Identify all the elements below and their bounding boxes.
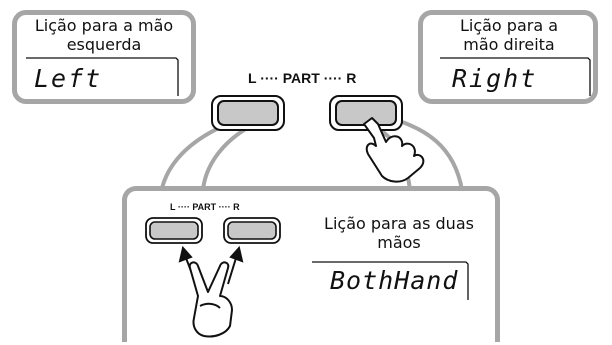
right-part-button[interactable] [329, 95, 403, 131]
left-part-button[interactable] [211, 95, 285, 131]
hand-press-icon [363, 117, 425, 183]
part-label-top: L ···· PART ···· R [248, 70, 357, 86]
both-lesson-caption: Lição para as duas mãos [324, 214, 474, 252]
part-label-small: L ···· PART ···· R [170, 202, 240, 212]
left-lesson-caption: Lição para a mão esquerda [34, 16, 174, 54]
both-lcd-display: BothHand [330, 266, 459, 295]
right-lesson-caption: Lição para a mão direita [459, 16, 559, 54]
right-lcd-display: Right [452, 64, 538, 93]
left-lcd-display: Left [34, 64, 103, 93]
